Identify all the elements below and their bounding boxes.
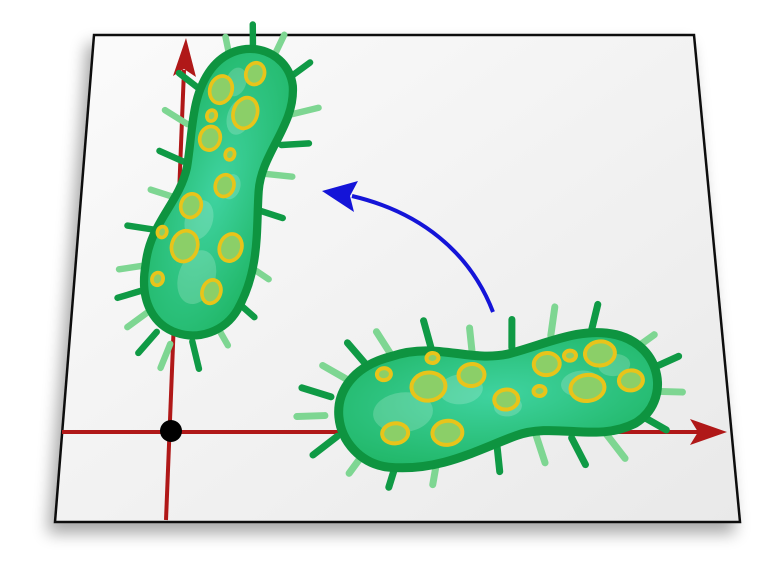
origin-point — [160, 420, 182, 442]
rotation-arrow-icon — [322, 181, 495, 313]
